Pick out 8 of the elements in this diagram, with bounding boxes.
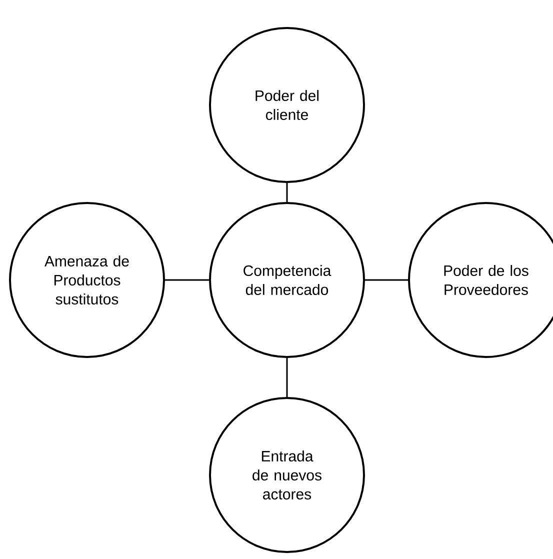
- circle-node: Entrada de nuevos actores: [209, 397, 365, 553]
- circle-node: Poder del cliente: [209, 27, 365, 183]
- connector-line: [365, 279, 408, 281]
- connector-line: [165, 279, 209, 281]
- circle-node: Amenaza de Productos sustitutos: [9, 202, 165, 358]
- circle-node: Competencia del mercado: [209, 202, 365, 358]
- connector-line: [286, 358, 288, 397]
- connector-line: [286, 183, 288, 202]
